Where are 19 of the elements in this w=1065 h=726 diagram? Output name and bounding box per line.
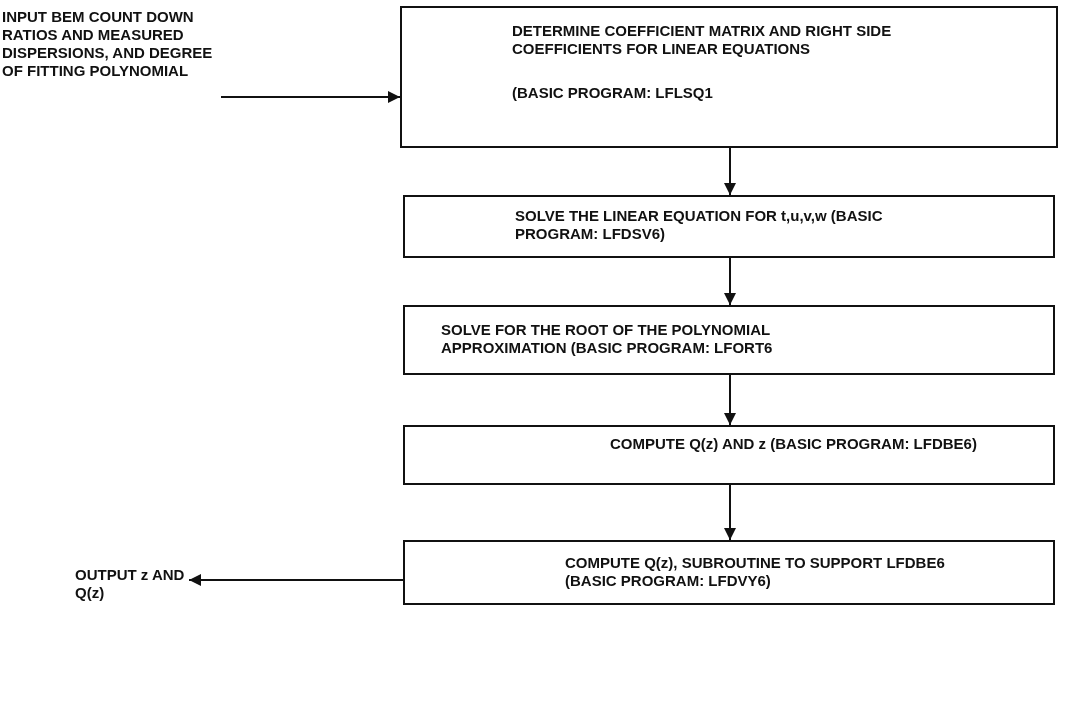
process-box bbox=[400, 6, 1058, 148]
program-note: (BASIC PROGRAM: LFLSQ1 bbox=[512, 84, 714, 102]
arrow bbox=[724, 147, 736, 196]
arrow bbox=[188, 574, 404, 586]
process-box bbox=[403, 195, 1055, 258]
arrow bbox=[724, 374, 736, 426]
arrow bbox=[724, 484, 736, 541]
process-box bbox=[403, 425, 1055, 485]
box-text: COMPUTE Q(z) AND z (BASIC PROGRAM: LFDBE6) bbox=[610, 435, 978, 453]
box-text: DETERMINE COEFFICIENT MATRIX AND RIGHT SIDE COEFFICIENTS FOR LINEAR EQUATIONS bbox=[512, 22, 893, 58]
input-text: INPUT BEM COUNT DOWN RATIOS AND MEASURED DISPERSIONS, AND DEGREE OF FITTING POLYNOMIAL bbox=[2, 8, 214, 80]
arrow bbox=[220, 91, 401, 103]
output-text: OUTPUT z AND Q(z) bbox=[75, 566, 185, 602]
process-box bbox=[403, 305, 1055, 375]
process-box bbox=[403, 540, 1055, 605]
box-text: SOLVE THE LINEAR EQUATION FOR t,u,v,w (BASIC PROGRAM: LFDSV6) bbox=[515, 207, 884, 243]
arrow bbox=[724, 257, 736, 306]
box-text: SOLVE FOR THE ROOT OF THE POLYNOMIAL APPROXIMATION (BASIC PROGRAM: LFORT6 bbox=[441, 321, 774, 357]
box-text: COMPUTE Q(z), SUBROUTINE TO SUPPORT LFDBE6 (BASIC PROGRAM: LFDVY6) bbox=[565, 554, 946, 590]
